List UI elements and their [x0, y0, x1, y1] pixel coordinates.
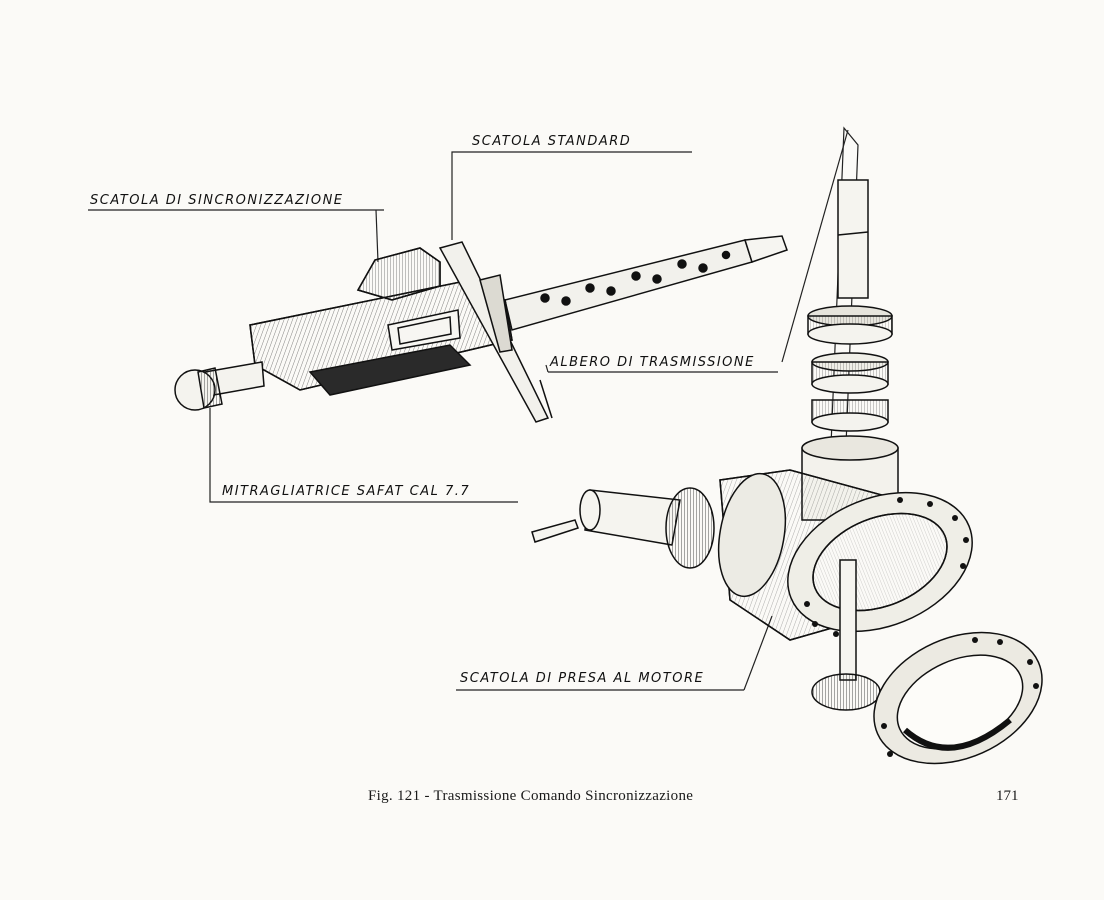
figure-caption: Fig. 121 - Trasmissione Comando Sincroni… — [368, 788, 694, 804]
label-scatola-sincronizzazione: SCATOLA DI SINCRONIZZAZIONE — [90, 193, 344, 208]
label-albero-trasmissione: ALBERO DI TRASMISSIONE — [550, 355, 755, 370]
label-scatola-standard: SCATOLA STANDARD — [472, 134, 632, 149]
gearbox-drawing — [531, 179, 1043, 765]
page-number: 171 — [996, 788, 1019, 804]
label-scatola-presa-motore: SCATOLA DI PRESA AL MOTORE — [460, 671, 705, 686]
label-mitragliatrice: MITRAGLIATRICE SAFAT CAL 7.7 — [222, 484, 471, 499]
machine-gun-drawing — [174, 235, 788, 423]
